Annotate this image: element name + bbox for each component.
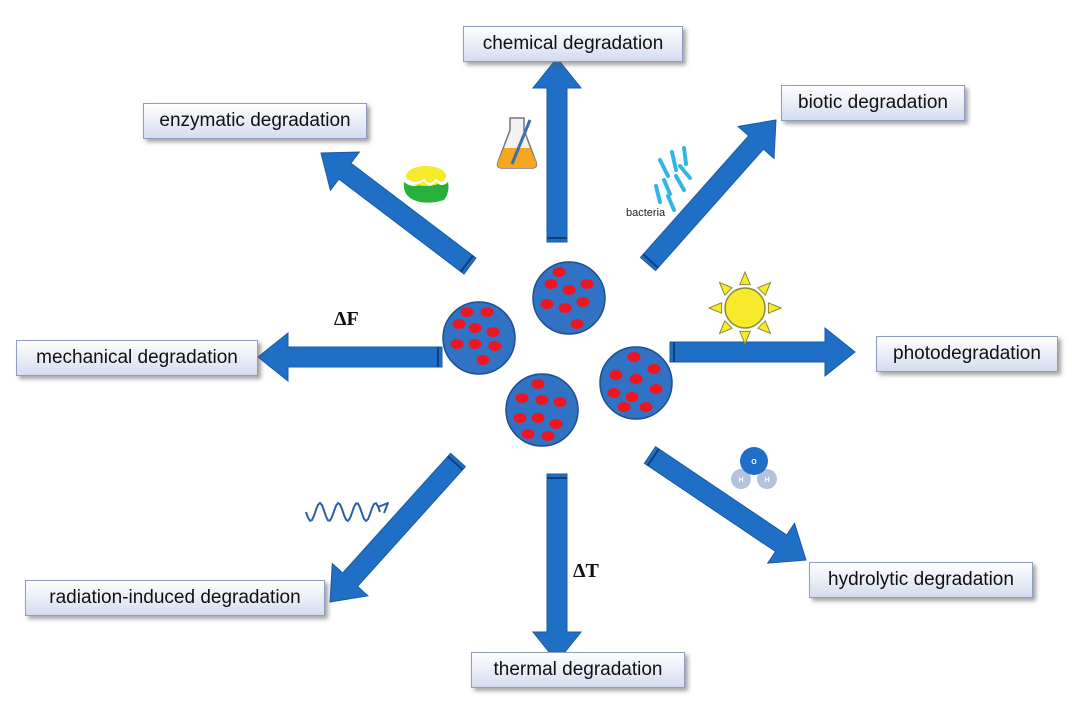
particle-left-dot (468, 323, 482, 333)
particle-bottom-dot (521, 429, 535, 439)
particle-top-dot (544, 279, 558, 289)
particle-bottom-dot (531, 379, 545, 389)
bacteria-icon (654, 146, 692, 212)
particle-bottom-dot (515, 393, 529, 403)
particle-bottom (505, 373, 579, 447)
hydrolytic-arrow-tail (646, 448, 660, 467)
particle-top-dot (552, 267, 566, 277)
particle-right-dot (625, 392, 639, 402)
sun-ray (707, 302, 723, 314)
particle-top-dot (570, 319, 584, 329)
particle-right (599, 346, 673, 420)
particle-left-dot (488, 341, 502, 351)
sun-ray (718, 320, 733, 335)
particle-bottom-dot (541, 431, 555, 441)
sun-ray (757, 320, 772, 335)
wave-icon (305, 501, 389, 523)
particle-right-dot (609, 370, 623, 380)
particle-top (532, 261, 606, 335)
particle-left-dot (486, 327, 500, 337)
enzymatic-arrow-tail (460, 254, 474, 273)
particle-top-dot (580, 279, 594, 289)
mechanical-degradation-label: mechanical degradation (16, 340, 258, 376)
particle-right-dot (649, 384, 663, 394)
hydrolytic-arrow (643, 446, 807, 564)
particle-right-dot (629, 374, 643, 384)
particle-bottom-dot (553, 397, 567, 407)
thermal-degradation-label: thermal degradation (471, 652, 685, 688)
particle-left (442, 301, 516, 375)
particle-top-dot (562, 285, 576, 295)
particle-bottom-body (505, 373, 579, 447)
particle-right-dot (607, 388, 621, 398)
svg-text:H: H (738, 477, 743, 484)
particle-right-dot (617, 402, 631, 412)
particle-bottom-dot (549, 419, 563, 429)
particle-left-dot (468, 339, 482, 349)
delta-force-symbol: ΔF (334, 308, 359, 330)
particle-bottom-dot (513, 413, 527, 423)
svg-text:H: H (764, 477, 769, 484)
particle-left-dot (460, 307, 474, 317)
sun-ray (757, 281, 772, 296)
sun-icon (707, 270, 783, 346)
radiation-arrow (329, 452, 467, 603)
particle-right-dot (639, 402, 653, 412)
particle-right-dot (647, 364, 661, 374)
photo-arrow (669, 326, 856, 378)
enzymatic-degradation-label: enzymatic degradation (143, 103, 367, 139)
particle-bottom-dot (531, 413, 545, 423)
particle-left-dot (452, 319, 466, 329)
particle-left-dot (450, 339, 464, 349)
photodegradation-label: photodegradation (876, 336, 1058, 372)
chemical-arrow (531, 57, 583, 243)
delta-temperature-symbol: ΔT (573, 560, 599, 582)
biotic-arrow-tail (642, 253, 659, 269)
enzyme-icon (403, 166, 449, 203)
radiation-induced-degradation-label: radiation-induced degradation (25, 580, 325, 616)
mechanical-arrow (257, 331, 443, 383)
sun-ray (718, 281, 733, 296)
thermal-arrow (531, 473, 583, 663)
biotic-arrow (639, 119, 777, 272)
biotic-degradation-label: biotic degradation (781, 85, 965, 121)
radiation-arrow-tail (447, 455, 464, 471)
enzymatic-arrow (320, 151, 477, 275)
particle-bottom-dot (535, 395, 549, 405)
chemical-degradation-label: chemical degradation (463, 26, 683, 62)
hydrolytic-degradation-label: hydrolytic degradation (809, 562, 1033, 598)
particle-top-body (532, 261, 606, 335)
flask-icon (496, 117, 538, 169)
particle-left-dot (480, 307, 494, 317)
particle-top-dot (540, 299, 554, 309)
water-molecule-icon: O H H (731, 447, 777, 489)
sun-ray (767, 302, 783, 314)
particle-top-dot (576, 297, 590, 307)
svg-text:O: O (751, 459, 757, 466)
particle-top-dot (558, 303, 572, 313)
particle-left-dot (476, 355, 490, 365)
sun-ray (739, 270, 751, 286)
bacteria-caption: bacteria (626, 207, 666, 219)
particle-right-dot (627, 352, 641, 362)
sun-ray (739, 330, 751, 346)
